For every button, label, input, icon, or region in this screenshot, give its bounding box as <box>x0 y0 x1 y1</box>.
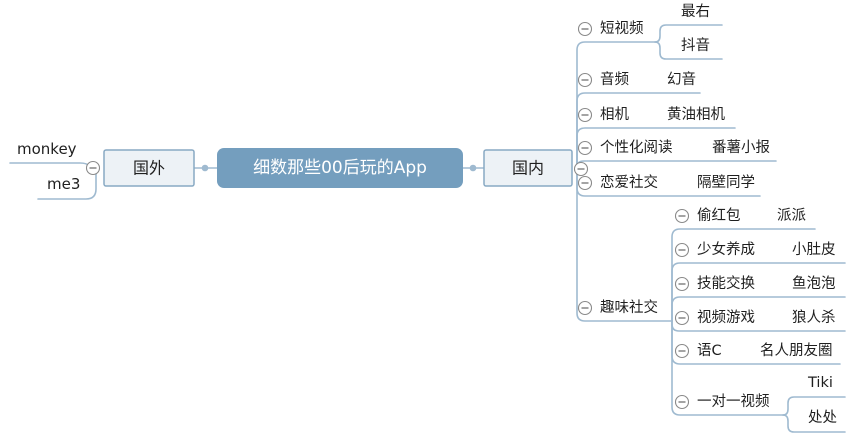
subcategory-yu-c[interactable]: 语C <box>697 342 722 359</box>
subcategory-one-on-one-video[interactable]: 一对一视频 <box>697 393 770 410</box>
connector-line <box>576 127 736 170</box>
minus-circle-icon[interactable] <box>674 276 690 292</box>
connector-line <box>37 173 97 200</box>
minus-circle-icon[interactable] <box>85 160 101 176</box>
app-fanshu-xiaobao[interactable]: 番薯小报 <box>712 139 770 156</box>
category-fun-social[interactable]: 趣味社交 <box>600 298 658 316</box>
category-short-video[interactable]: 短视频 <box>600 20 644 37</box>
minus-circle-icon[interactable] <box>674 310 690 326</box>
connector-line <box>671 320 784 416</box>
connector-line <box>576 160 777 170</box>
topic-overseas-box[interactable] <box>103 149 195 187</box>
minus-circle-icon[interactable] <box>577 175 593 191</box>
subcategory-video-games[interactable]: 视频游戏 <box>697 309 755 326</box>
connection-point <box>201 164 209 172</box>
app-zuiyou[interactable]: 最右 <box>681 3 710 20</box>
app-mingren-pengyouquan[interactable]: 名人朋友圈 <box>760 342 833 359</box>
connector-line <box>576 168 673 322</box>
app-tiki[interactable]: Tiki <box>807 375 833 391</box>
connector-line <box>671 262 846 322</box>
category-dating-social[interactable]: 恋爱社交 <box>600 173 658 191</box>
minus-circle-icon[interactable] <box>577 72 593 88</box>
app-paipai[interactable]: 派派 <box>777 208 806 224</box>
subcategory-skill-exchange[interactable]: 技能交换 <box>697 274 755 292</box>
connector-line <box>782 396 846 416</box>
central-topic[interactable]: 细数那些00后玩的App <box>217 148 463 188</box>
app-monkey[interactable]: monkey <box>17 140 77 158</box>
connector-line <box>654 24 723 43</box>
app-chuchu[interactable]: 处处 <box>808 409 837 426</box>
central-topic-box[interactable] <box>217 148 463 188</box>
minus-circle-icon[interactable] <box>674 343 690 359</box>
central-topic-label: 细数那些00后玩的App <box>253 158 427 178</box>
connector-line <box>671 296 846 322</box>
app-me3[interactable]: me3 <box>47 175 80 193</box>
category-camera[interactable]: 相机 <box>600 106 629 123</box>
topic-domestic-label: 国内 <box>512 159 544 178</box>
topic-overseas[interactable]: 国外 <box>103 149 195 187</box>
topic-domestic-box[interactable] <box>483 149 573 187</box>
minus-circle-icon[interactable] <box>674 242 690 258</box>
topic-domestic[interactable]: 国内 <box>483 149 573 187</box>
app-douyin[interactable]: 抖音 <box>681 37 710 54</box>
minus-circle-icon[interactable] <box>674 394 690 410</box>
app-xiaodupi[interactable]: 小肚皮 <box>792 241 836 258</box>
minus-circle-icon[interactable] <box>577 300 593 316</box>
minus-circle-icon[interactable] <box>577 107 593 123</box>
category-audio[interactable]: 音频 <box>600 71 629 88</box>
category-personalized-reading[interactable]: 个性化阅读 <box>600 139 673 156</box>
connector-line <box>654 41 723 60</box>
connector-line <box>576 41 656 170</box>
minus-circle-icon[interactable] <box>577 21 593 37</box>
connector-line <box>671 228 816 322</box>
minus-circle-icon[interactable] <box>577 140 593 156</box>
connector-lines <box>9 24 846 433</box>
app-gebi-tongxue[interactable]: 隔壁同学 <box>697 174 755 191</box>
connector-line <box>576 92 701 170</box>
connector-line <box>9 162 90 167</box>
connector-line <box>782 414 846 433</box>
app-langrensha[interactable]: 狼人杀 <box>792 309 836 326</box>
subcategory-red-packet[interactable]: 偷红包 <box>697 207 741 224</box>
app-yupaopao[interactable]: 鱼泡泡 <box>792 274 836 292</box>
subcategory-girl-raising[interactable]: 少女养成 <box>697 240 755 258</box>
minus-circle-icon[interactable] <box>674 208 690 224</box>
connection-point <box>469 164 477 172</box>
app-huanyin[interactable]: 幻音 <box>667 71 696 88</box>
minus-circle-icon[interactable] <box>573 161 589 177</box>
app-huangyou-camera[interactable]: 黄油相机 <box>667 106 725 123</box>
topic-overseas-label: 国外 <box>133 159 165 178</box>
